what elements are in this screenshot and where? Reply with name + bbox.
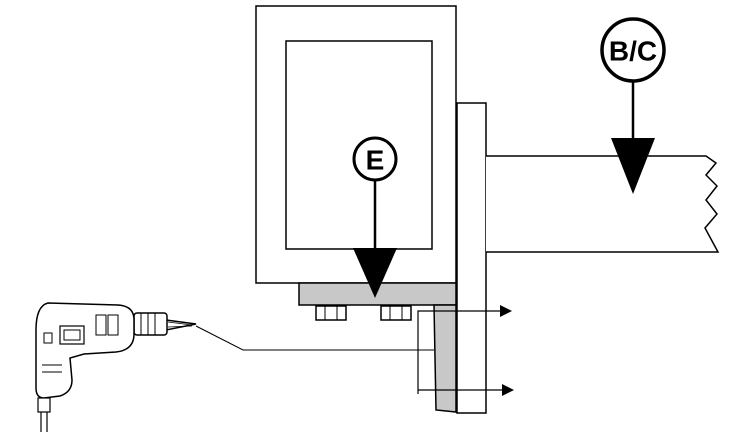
fastener-arrow-lower — [418, 384, 514, 396]
fastener-arrow-upper — [417, 305, 512, 394]
callout-e-label: E — [366, 145, 385, 176]
bolt-icon — [380, 305, 412, 321]
wall-stud — [456, 102, 487, 414]
beam — [486, 155, 720, 253]
load-arrow-bc — [611, 82, 655, 194]
callout-bc-label: B/C — [609, 36, 657, 67]
angle-bracket-vertical — [433, 304, 457, 413]
drill-icon — [35, 302, 197, 432]
drill-leader-line — [195, 325, 434, 351]
callout-e: E — [352, 136, 398, 182]
load-arrow-e — [353, 180, 397, 298]
callout-bc: B/C — [600, 17, 666, 83]
bolt-icon — [315, 305, 347, 321]
